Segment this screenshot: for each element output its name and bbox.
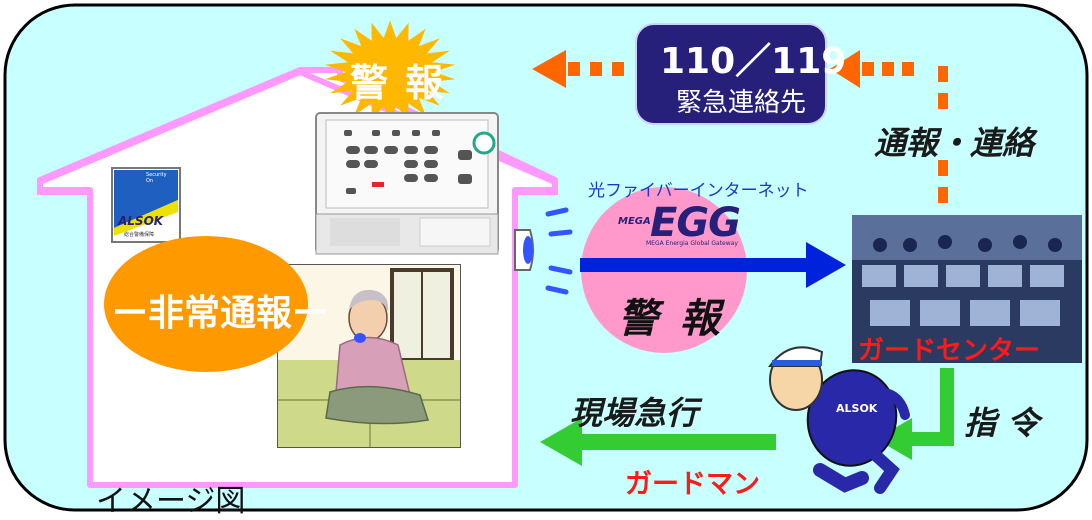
image-caption: イメージ図 <box>96 484 246 519</box>
guard-center-photo <box>852 215 1082 363</box>
green-command-arrow <box>876 368 954 460</box>
mega-egg-tagline: MEGA Energia Global Gateway <box>646 240 738 247</box>
emergency-scene-image <box>277 264 461 448</box>
sticker-top-text: Security On <box>146 172 167 184</box>
sticker-brand: ALSOK <box>118 214 164 228</box>
rush-to-scene-label: 現場急行 <box>570 394 699 432</box>
mega-egg-logo: EGG <box>650 200 741 246</box>
fiber-internet-label: 光ファイバーインターネット <box>588 181 809 201</box>
orange-dotted-arrow-left <box>532 50 624 88</box>
alarm-burst-label: 警 報 <box>350 61 446 105</box>
guard-badge: ALSOK <box>836 402 878 415</box>
emergency-number: 110／119 <box>660 41 847 82</box>
emergency-report-oval <box>104 236 308 372</box>
emergency-contact-box <box>635 23 827 125</box>
security-control-panel <box>315 112 499 255</box>
sticker-sub: 総合警備保障 <box>124 232 155 238</box>
orange-dotted-line-right <box>830 50 948 203</box>
sensor-device <box>514 229 534 271</box>
green-rush-arrow <box>540 418 776 466</box>
guard-center-label: ガードセンター <box>858 336 1041 366</box>
guardman-figure <box>768 346 910 494</box>
emergency-report-label: ー非常通報ー <box>112 293 329 334</box>
alarm-circle-label: 警 報 <box>618 296 724 342</box>
mega-egg-small: MEGA <box>618 216 651 227</box>
command-label: 指 令 <box>964 404 1040 442</box>
sensor-wave-lines <box>545 207 573 295</box>
guardman-label: ガードマン <box>625 469 760 500</box>
report-contact-label: 通報・連絡 <box>874 124 1035 162</box>
alarm-burst <box>324 20 456 124</box>
alsok-sticker <box>111 167 181 243</box>
emergency-contact-label: 緊急連絡先 <box>676 88 807 118</box>
blue-alarm-arrow <box>580 242 846 288</box>
